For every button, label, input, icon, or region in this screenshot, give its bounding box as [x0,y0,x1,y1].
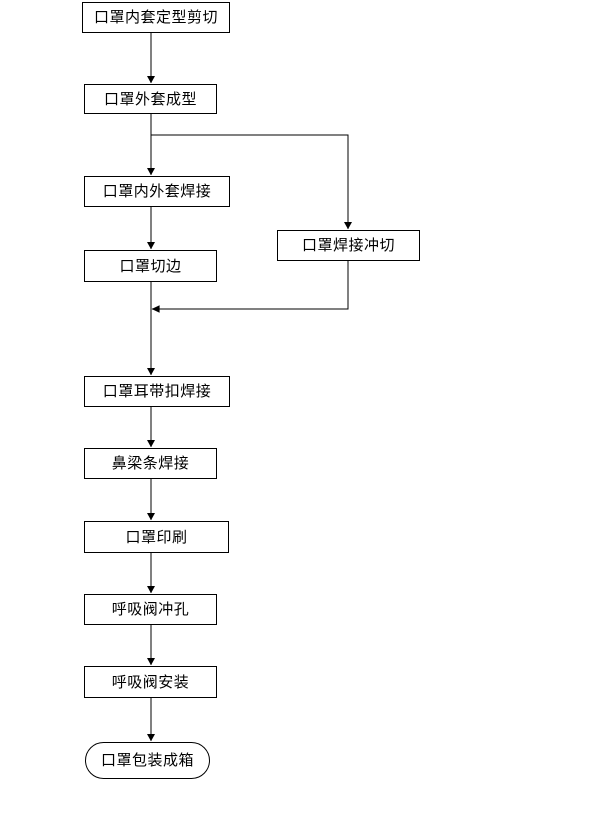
process-node-nose-bridge-welding[interactable]: 鼻梁条焊接 [84,448,217,479]
process-node-outer-shell-forming[interactable]: 口罩外套成型 [84,84,217,114]
edge-n2-n4 [151,134,352,230]
process-node-valve-hole-punching[interactable]: 呼吸阀冲孔 [84,594,217,625]
process-node-edge-trimming[interactable]: 口罩切边 [84,250,217,282]
terminal-node-packaging-boxing[interactable]: 口罩包装成箱 [85,742,210,779]
edge-n4-spine [151,261,349,313]
process-node-weld-punch-cutting[interactable]: 口罩焊接冲切 [277,230,420,261]
process-node-earloop-buckle-welding[interactable]: 口罩耳带扣焊接 [84,376,230,407]
process-node-mask-printing[interactable]: 口罩印刷 [84,521,229,553]
process-node-inner-shell-cutting[interactable]: 口罩内套定型剪切 [82,2,230,33]
process-node-valve-installation[interactable]: 呼吸阀安装 [84,666,217,698]
process-node-inner-outer-welding[interactable]: 口罩内外套焊接 [84,176,230,207]
